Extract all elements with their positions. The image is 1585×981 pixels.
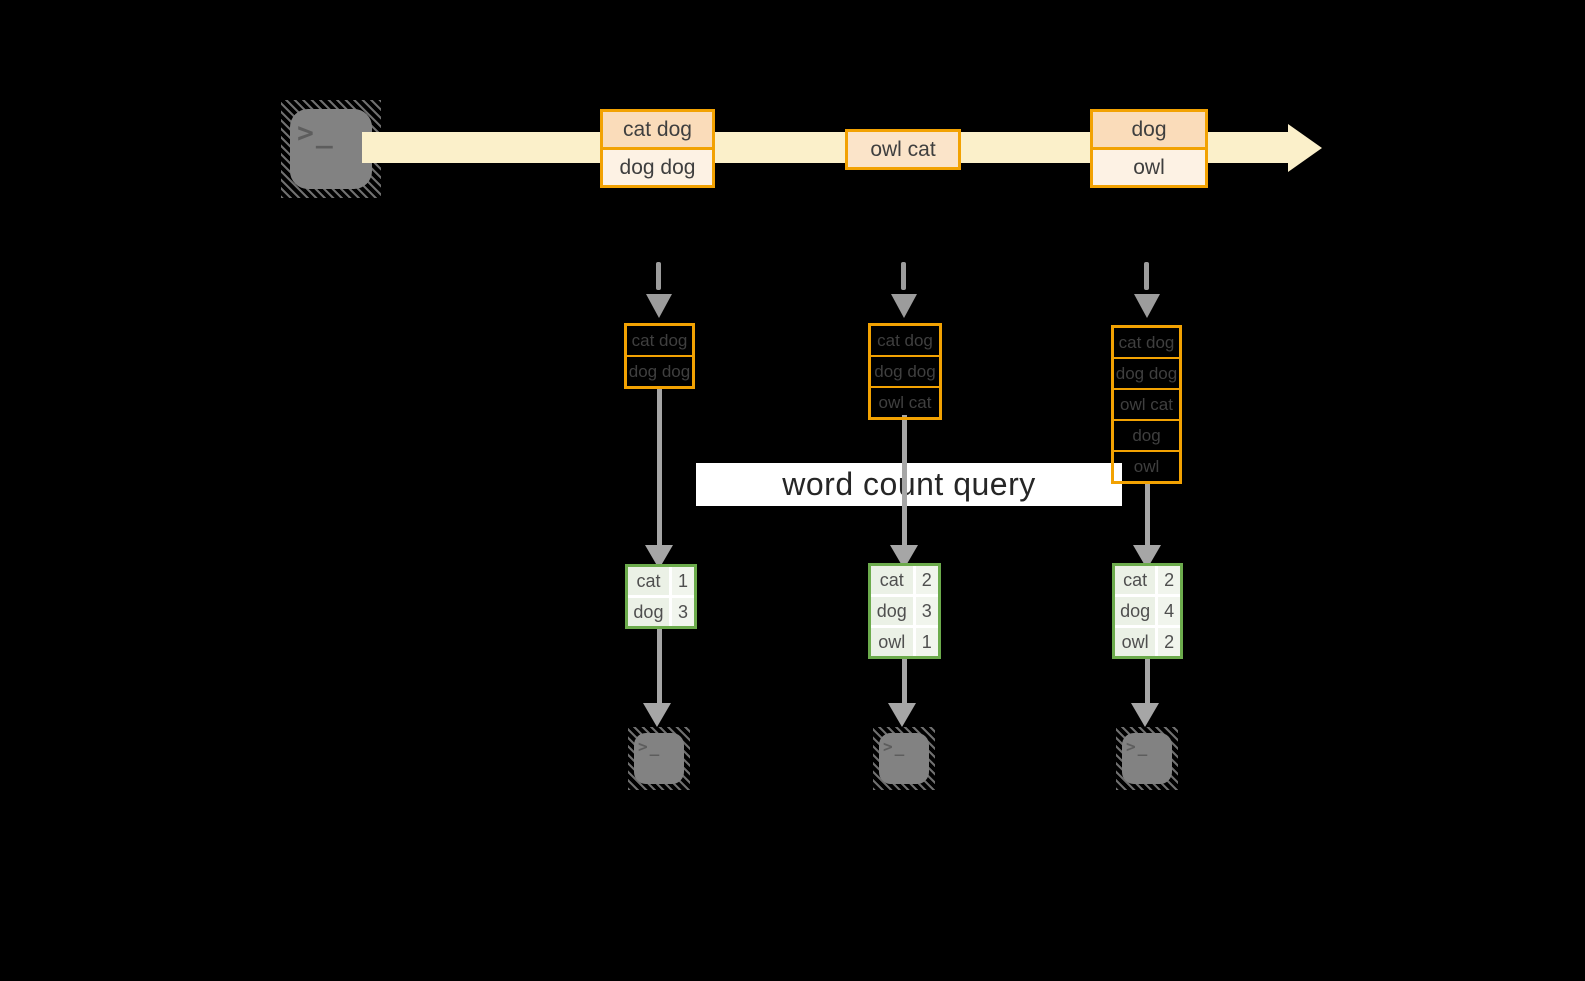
ingest-arrow-dash-3 xyxy=(1144,262,1149,290)
count-cell: 3 xyxy=(671,598,694,626)
ingest-arrow-head-3 xyxy=(1134,294,1160,318)
query-arrow-line-2 xyxy=(902,415,907,549)
stack-row: cat dog xyxy=(1118,333,1175,352)
stack-row: owl xyxy=(1114,450,1179,481)
query-arrow-line-1 xyxy=(657,387,662,549)
event-stack-3: cat dog dog dog owl cat dog owl xyxy=(1111,325,1182,484)
word-cell: dog xyxy=(1115,597,1156,625)
count-cell: 2 xyxy=(1158,566,1180,594)
output-arrow-head-2 xyxy=(888,703,916,727)
ingest-arrow-head-2 xyxy=(891,294,917,318)
stack-row: cat dog xyxy=(877,331,933,350)
stack-row: dog dog xyxy=(627,355,692,386)
ingest-arrow-head-1 xyxy=(646,294,672,318)
sink-terminal-icon-1: >_ xyxy=(628,727,690,790)
terminal-screen xyxy=(290,109,372,189)
stream-event-box-3: dog owl xyxy=(1090,109,1208,188)
terminal-prompt-glyph: >_ xyxy=(297,116,335,149)
count-cell: 1 xyxy=(671,567,694,595)
event-stack-1: cat dog dog dog xyxy=(624,323,695,389)
query-label-box: word count query xyxy=(696,463,1122,506)
word-cell: dog xyxy=(628,598,669,626)
query-arrow-line-3 xyxy=(1145,482,1150,549)
count-table-2: cat 2 dog 3 owl 1 xyxy=(868,563,941,659)
ingest-arrow-dash-1 xyxy=(656,262,661,290)
event-row: dog xyxy=(1093,112,1205,147)
terminal-screen xyxy=(879,733,929,784)
word-cell: cat xyxy=(871,566,913,594)
ingest-arrow-dash-2 xyxy=(901,262,906,290)
word-cell: owl xyxy=(871,628,913,656)
stack-row: owl cat xyxy=(1114,388,1179,419)
word-cell: cat xyxy=(1115,566,1156,594)
terminal-prompt-glyph: >_ xyxy=(1126,737,1150,756)
count-cell: 4 xyxy=(1158,597,1180,625)
word-cell: owl xyxy=(1115,628,1156,656)
stack-row: dog xyxy=(1114,419,1179,450)
stack-row: dog dog xyxy=(1114,357,1179,388)
count-cell: 2 xyxy=(915,566,938,594)
count-table-1: cat 1 dog 3 xyxy=(625,564,697,629)
sink-terminal-icon-3: >_ xyxy=(1116,727,1178,790)
output-arrow-line-2 xyxy=(902,659,907,705)
stream-event-box-2: owl cat xyxy=(845,129,961,170)
count-table-3: cat 2 dog 4 owl 2 xyxy=(1112,563,1183,659)
event-stack-2: cat dog dog dog owl cat xyxy=(868,323,942,420)
stream-arrow-head-icon xyxy=(1288,124,1322,172)
event-row: owl cat xyxy=(848,132,958,167)
stack-row: cat dog xyxy=(631,331,688,350)
terminal-screen xyxy=(1122,733,1172,784)
word-cell: cat xyxy=(628,567,669,595)
stream-event-box-1: cat dog dog dog xyxy=(600,109,715,188)
event-row: cat dog xyxy=(603,112,712,147)
output-arrow-head-1 xyxy=(643,703,671,727)
sink-terminal-icon-2: >_ xyxy=(873,727,935,790)
event-row: dog dog xyxy=(603,147,712,185)
terminal-prompt-glyph: >_ xyxy=(883,737,907,756)
count-cell: 1 xyxy=(915,628,938,656)
output-arrow-line-3 xyxy=(1145,659,1150,705)
output-arrow-head-3 xyxy=(1131,703,1159,727)
output-arrow-line-1 xyxy=(657,627,662,705)
terminal-prompt-glyph: >_ xyxy=(638,737,662,756)
count-cell: 2 xyxy=(1158,628,1180,656)
stack-row: owl cat xyxy=(871,386,939,417)
event-row: owl xyxy=(1093,147,1205,185)
count-cell: 3 xyxy=(915,597,938,625)
query-label: word count query xyxy=(782,466,1036,502)
word-cell: dog xyxy=(871,597,913,625)
stack-row: dog dog xyxy=(871,355,939,386)
terminal-screen xyxy=(634,733,684,784)
